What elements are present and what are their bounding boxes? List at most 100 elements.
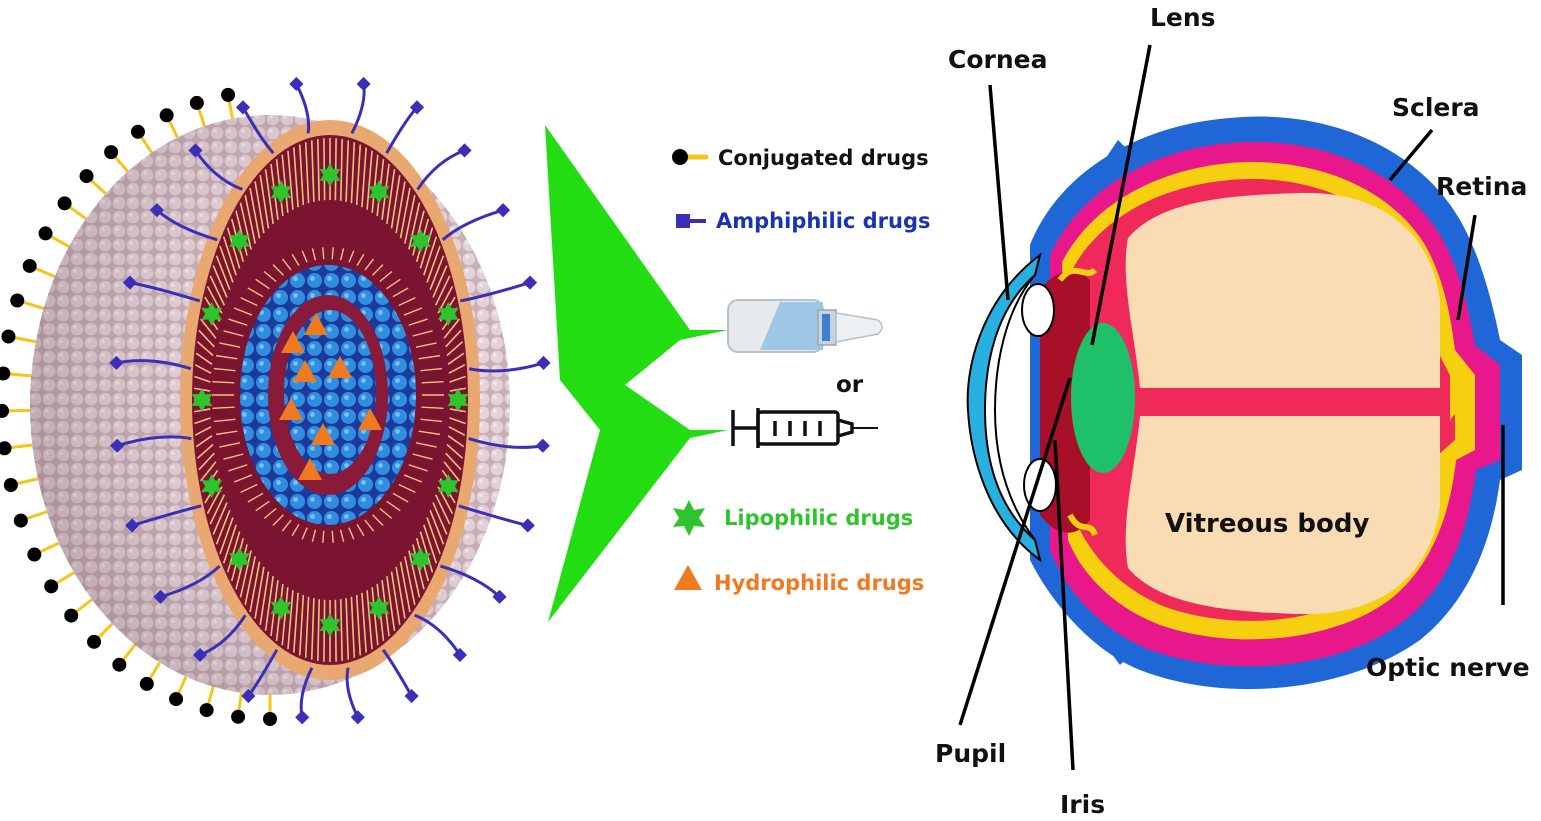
conjugated-drug-head — [1, 329, 16, 344]
lipid-tail — [317, 599, 321, 661]
lipophilic-drug — [319, 163, 341, 187]
lipid-tail — [304, 596, 310, 658]
amphiphilic-head — [295, 710, 310, 725]
hydrophilic-drug — [293, 360, 317, 382]
lipid-tail — [233, 307, 253, 316]
conjugated-drug-head — [199, 703, 214, 718]
amphiphilic-head — [188, 143, 203, 158]
conjugated-drug-icon — [672, 149, 709, 165]
lipid-tail — [421, 381, 444, 384]
lipid-tail — [254, 566, 265, 619]
lipid-tail — [209, 275, 226, 306]
lipid-tail — [244, 556, 256, 606]
lipid-tail — [219, 442, 241, 448]
lipid-tail — [223, 453, 244, 460]
amphiphilic-chain — [459, 281, 531, 303]
conjugated-drug-head — [57, 196, 72, 211]
lipid-tail — [408, 202, 421, 250]
lipid-tail — [429, 509, 445, 545]
lipid-tail — [249, 187, 261, 239]
amphiphilic-head — [535, 438, 550, 453]
lipid-tail — [446, 443, 464, 459]
conjugated-drug-head — [104, 145, 119, 160]
lipid-tail — [264, 169, 274, 224]
conjugated-drug-head — [87, 634, 102, 649]
amphiphilic-head — [289, 76, 304, 92]
lipid-tail — [287, 150, 294, 210]
lipid-tail — [301, 527, 308, 540]
lipid-tail — [421, 406, 444, 409]
conjugated-drug-head — [38, 226, 53, 241]
lens — [1071, 323, 1135, 473]
lipid-tail — [392, 492, 409, 503]
lipid-tail — [264, 576, 274, 631]
liposome-illustration — [0, 76, 551, 726]
amphiphilic-head — [109, 355, 124, 371]
lipid-tail — [443, 318, 460, 339]
label-vitreous-body: Vitreous body — [1165, 509, 1369, 539]
lipid-tail — [446, 341, 464, 357]
amphiphilic-head — [492, 589, 507, 604]
lipid-tail — [219, 245, 234, 283]
lipid-tail — [311, 529, 317, 542]
pointer-lines — [958, 44, 1505, 771]
lipid-tail — [404, 194, 416, 244]
lipid-tail — [356, 523, 365, 537]
lipophilic-drug — [368, 595, 390, 620]
amphiphilic-head — [404, 688, 419, 704]
lipid-tail — [386, 169, 396, 224]
conjugated-drug-head — [139, 676, 154, 691]
lipid-tail — [429, 255, 445, 291]
lipophilic-drug — [447, 388, 469, 412]
lipid-tail — [372, 514, 384, 526]
lipid-tail — [448, 426, 466, 436]
lipid-tail — [272, 514, 284, 526]
lipid-tail — [398, 483, 416, 494]
conjugated-drug-head — [27, 547, 42, 562]
lipid-tail — [293, 147, 299, 208]
lipophilic-drugs-in-bilayer — [191, 163, 469, 637]
conjugated-drug-head — [263, 712, 277, 726]
lipid-tail — [215, 255, 231, 291]
legend-amphiphilic-label: Amphiphilic drugs — [716, 209, 931, 233]
lipid-tail — [239, 202, 252, 250]
lipid-tail — [434, 275, 451, 306]
lipid-tail — [209, 494, 226, 525]
lipid-tail — [339, 248, 345, 261]
conjugated-drug-head — [22, 258, 37, 273]
lipid-tail — [386, 500, 401, 512]
lipid-tail — [298, 144, 305, 206]
amphiphilic-drug-chains — [109, 76, 551, 725]
lipid-tail — [443, 461, 460, 482]
amphiphilic-head — [193, 647, 208, 663]
lipid-tail — [415, 342, 437, 348]
conjugated-drug-head — [0, 441, 12, 456]
lipid-tail — [364, 258, 375, 271]
lipid-tail — [281, 258, 292, 271]
lipid-tail — [293, 592, 299, 653]
lipid-tail — [419, 531, 434, 573]
amphiphilic-head — [457, 143, 472, 158]
amphiphilic-chain — [441, 208, 504, 241]
amphiphilic-chain — [160, 564, 221, 599]
legend: Conjugated drugs Amphiphilic drugs or — [672, 146, 931, 595]
lipid-tail — [408, 318, 428, 326]
lipid-tail — [263, 507, 277, 520]
amphiphilic-chain — [295, 83, 311, 134]
lipid-tail — [281, 154, 289, 213]
lipid-tail — [255, 500, 270, 512]
lipid-tail — [339, 599, 343, 661]
lipid-tail — [395, 181, 406, 234]
lipid-tail — [420, 418, 443, 423]
lipid-tail — [240, 483, 258, 494]
lipid-tail — [371, 587, 379, 646]
lipid-tail — [399, 561, 411, 613]
amphiphilic-head — [356, 76, 371, 92]
hydrophilic-drugs-in-core — [279, 313, 382, 480]
conjugated-drug-head — [169, 692, 184, 707]
lipid-tail — [291, 253, 300, 267]
lipophilic-drug — [229, 228, 250, 253]
lipid-tail — [398, 296, 416, 307]
lipid-tail — [281, 519, 292, 532]
lipid-tail — [247, 492, 264, 503]
